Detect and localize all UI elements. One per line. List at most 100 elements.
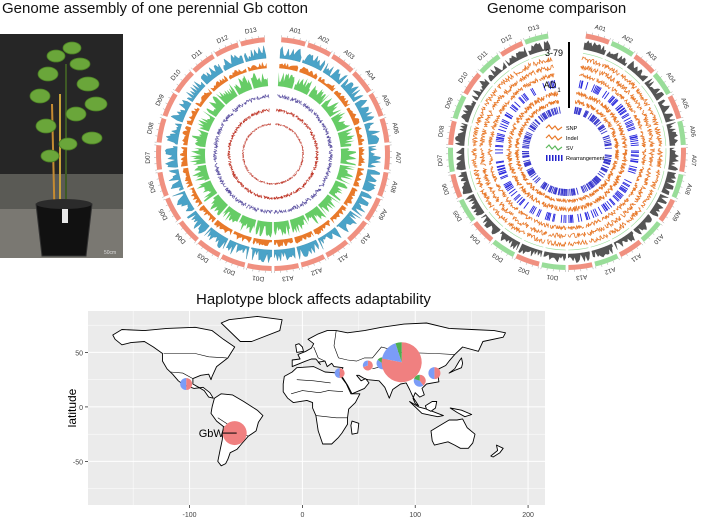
chromosome-label-a08: A08	[388, 180, 398, 193]
ideogram-A04	[652, 72, 671, 96]
ideogram-A07	[383, 145, 391, 170]
ideogram-A03	[633, 54, 655, 74]
chromosome-label-a06: A06	[391, 122, 400, 135]
ideogram-A06	[677, 120, 686, 146]
ideogram-D05	[458, 198, 476, 222]
y-tick-label: -50	[73, 459, 83, 466]
ideogram-D10	[174, 71, 194, 94]
inset-label-ad-subscript: 1	[557, 88, 561, 94]
landmass-britain	[295, 343, 304, 353]
landmass-japan	[448, 357, 464, 374]
chromosome-label-a01: A01	[594, 24, 607, 34]
pie-slice	[381, 342, 422, 383]
country-border	[170, 371, 194, 379]
ideogram-D07	[448, 147, 455, 173]
pie-slice	[414, 374, 420, 381]
chromosome-label-d11: D11	[191, 48, 205, 61]
chromosome-label-d12: D12	[500, 33, 514, 45]
legend-green-wave-icon	[545, 144, 563, 151]
chromosome-label-a06: A06	[688, 125, 697, 138]
ideogram-A08	[671, 173, 684, 199]
ideogram-D12	[214, 42, 239, 57]
chromosome-label-d02: D02	[222, 265, 236, 276]
ideogram-D06	[157, 171, 169, 197]
ideogram-D09	[452, 95, 467, 120]
chromosome-label-d03: D03	[196, 251, 210, 264]
chromosome-label-d01: D01	[252, 274, 265, 282]
ideogram-D10	[463, 72, 482, 96]
chromosome-label-a09: A09	[376, 208, 388, 222]
ideogram-A08	[377, 171, 389, 197]
chromosome-label-a08: A08	[683, 183, 693, 196]
chromosome-label-d01: D01	[546, 273, 559, 281]
ideogram-D05	[165, 197, 182, 222]
legend-label-snp: SNP	[566, 126, 578, 132]
ideogram-D08	[448, 120, 457, 146]
y-tick-label: 50	[75, 350, 83, 357]
ideogram-D01	[246, 263, 272, 271]
ideogram-A07	[679, 147, 686, 173]
legend-orange-wave-icon	[545, 134, 563, 141]
ideogram-D13	[240, 37, 265, 47]
chromosome-label-d08: D08	[146, 121, 155, 134]
chromosome-label-a01: A01	[289, 27, 302, 36]
chromosome-label-d05: D05	[452, 209, 464, 223]
chromosome-label-d05: D05	[158, 207, 170, 221]
landmass-greenland	[220, 315, 283, 342]
country-border	[291, 390, 344, 395]
ideogram-A05	[667, 95, 682, 120]
panel-c-title: Haplotype block affects adaptability	[196, 291, 431, 308]
legend-blue-bars-icon	[558, 155, 560, 161]
landmass-borneo	[424, 401, 438, 412]
chromosome-label-d07: D07	[437, 154, 445, 167]
legend-label-indel: Indel	[566, 136, 578, 142]
chromosome-label-d02: D02	[517, 265, 531, 276]
ideogram-A03	[331, 54, 354, 73]
landmass-new-guinea	[449, 407, 473, 418]
chromosome-label-a12: A12	[603, 265, 616, 276]
ideogram-A06	[379, 117, 390, 143]
pie-slice	[334, 368, 340, 379]
chromosome-label-d07: D07	[145, 151, 152, 164]
ideogram-D08	[156, 117, 167, 143]
pie-slice	[419, 374, 426, 386]
ideogram-A01	[281, 37, 306, 47]
pie-slice	[428, 367, 435, 380]
ideogram-A11	[325, 239, 349, 258]
panel-a-title: Genome assembly of one perennial Gb cott…	[2, 0, 309, 17]
chromosome-label-d09: D09	[444, 96, 455, 110]
x-tick-label: 200	[522, 512, 534, 519]
chromosome-label-a02: A02	[621, 34, 635, 46]
chromosome-label-a03: A03	[645, 50, 658, 63]
chromosome-label-d09: D09	[155, 93, 167, 107]
y-tick-label: 0	[79, 405, 83, 412]
legend-label-sv: SV	[566, 146, 574, 152]
ideogram-A12	[300, 254, 326, 268]
pie-slice	[180, 378, 187, 391]
chromosome-label-a03: A03	[342, 49, 356, 62]
pie-slice	[382, 343, 402, 363]
genome-assembly-circos: A01A02A03A04A05A06A07A08A09A10A11A12A13D…	[145, 27, 402, 282]
photo-scale-text: 50cm	[104, 250, 116, 256]
chromosome-label-a05: A05	[380, 94, 391, 108]
legend-blue-bars-icon	[549, 155, 551, 161]
chromosome-label-a11: A11	[629, 252, 642, 264]
cotton-plant-photo: 50cm	[0, 34, 123, 258]
legend-blue-bars-icon	[552, 155, 554, 161]
legend-blue-bars-icon	[555, 155, 557, 161]
chromosome-label-a13: A13	[575, 273, 587, 281]
pie-slice	[363, 360, 373, 371]
gbw-annotation: GbW	[199, 428, 225, 440]
chromosome-label-d08: D08	[437, 125, 446, 138]
ideogram-D03	[197, 239, 221, 258]
country-border	[315, 415, 348, 419]
y-axis-label: latitude	[68, 388, 79, 427]
chromosome-label-d13: D13	[244, 27, 257, 36]
legend-orange-wave-icon	[545, 124, 563, 131]
chromosome-label-d11: D11	[476, 49, 489, 62]
legend-blue-bars-icon	[561, 155, 563, 161]
chromosome-label-a04: A04	[664, 71, 676, 85]
ideogram-D01	[541, 262, 566, 270]
x-tick-label: -100	[183, 512, 197, 519]
chromosome-label-a04: A04	[364, 69, 377, 83]
